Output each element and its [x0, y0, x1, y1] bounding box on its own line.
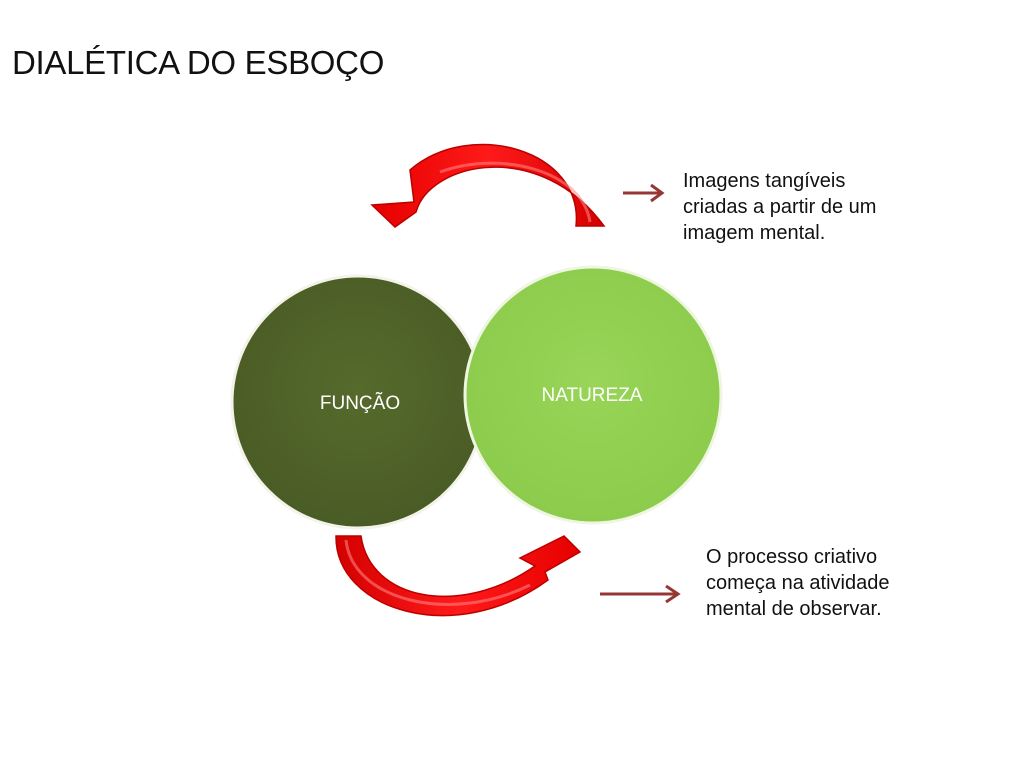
cycle-arrow-bottom — [335, 535, 582, 617]
note-top-line-3: imagem mental. — [683, 222, 826, 244]
circle-natureza-label: NATUREZA — [542, 385, 643, 406]
slide-title: DIALÉTICA DO ESBOÇO — [12, 44, 385, 81]
note-bottom-line-2: começa na atividade — [706, 572, 890, 594]
note-bottom-line-3: mental de observar. — [706, 598, 882, 620]
cycle-arrow-top — [370, 143, 606, 228]
note-bottom-line-1: O processo criativo — [706, 546, 878, 568]
note-bottom: O processo criativo começa na atividade … — [706, 544, 889, 622]
note-top-line-2: criadas a partir de um — [683, 196, 877, 218]
note-top-line-1: Imagens tangíveis — [683, 170, 846, 192]
note-top: Imagens tangíveis criadas a partir de um… — [683, 168, 876, 246]
circle-natureza — [463, 265, 723, 525]
circle-funcao-label: FUNÇÃO — [320, 392, 400, 414]
pointer-arrow-top — [623, 183, 665, 203]
pointer-arrow-bottom — [600, 584, 681, 604]
